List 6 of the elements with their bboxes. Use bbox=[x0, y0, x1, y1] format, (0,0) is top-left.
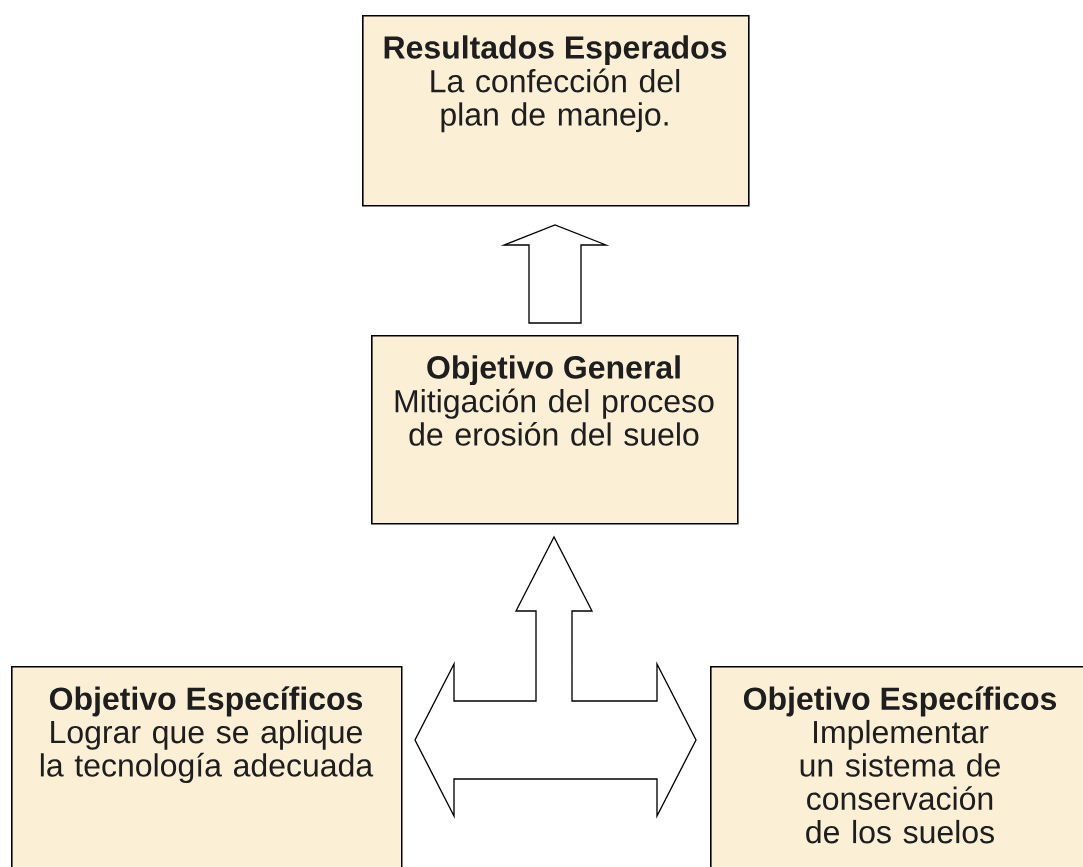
three-way-arrow bbox=[414, 535, 697, 819]
objective-box: Objetivo Específicos Lograr que se aplique la tecnología adecuada bbox=[11, 666, 403, 867]
objective-box: Resultados Esperados La confección del plan de manejo. bbox=[362, 15, 750, 207]
objective-box: Objetivo General Mitigación del proceso de erosión del suelo bbox=[371, 335, 739, 525]
block-arrow bbox=[500, 224, 610, 324]
objective-box: Objetivo Específicos Implementar un sistema de conservación de los suelos bbox=[710, 666, 1083, 867]
